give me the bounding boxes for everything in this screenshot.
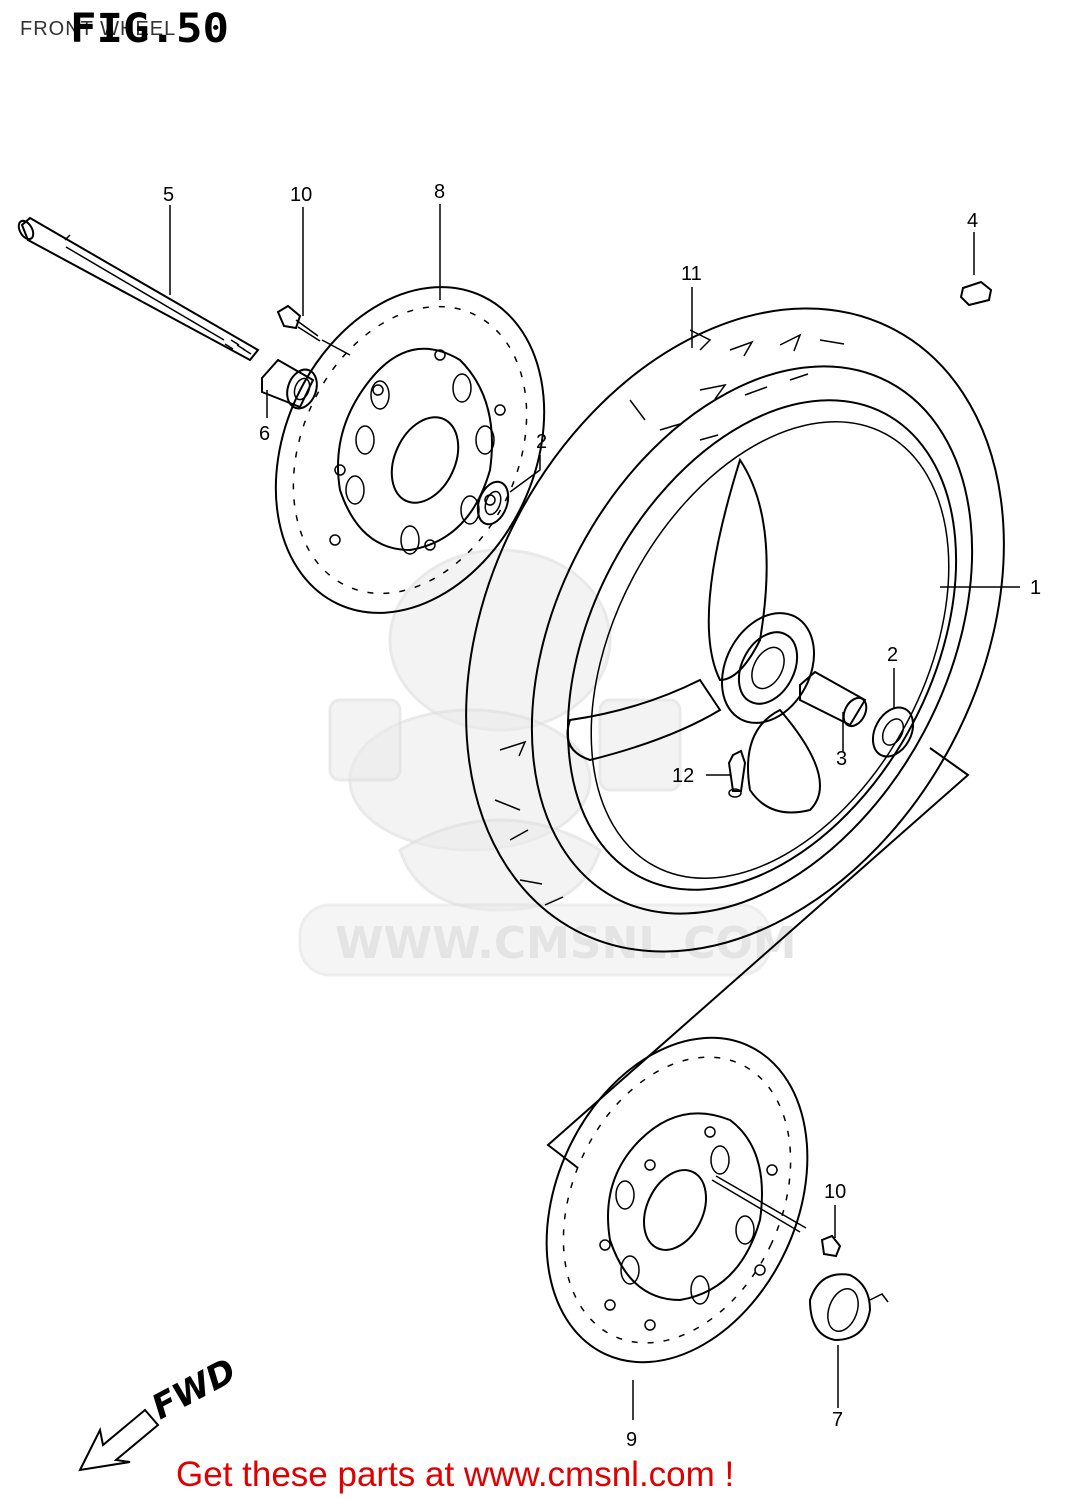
bolt-top-part bbox=[276, 304, 321, 342]
callout-valve: 12 bbox=[672, 765, 694, 787]
callout-spacer: 6 bbox=[259, 423, 270, 445]
callout-collar: 3 bbox=[836, 748, 847, 770]
callout-wheel: 1 bbox=[1030, 577, 1041, 599]
fwd-label: FWD bbox=[145, 1351, 242, 1428]
figure-label: FIG.50 bbox=[70, 6, 229, 52]
assembly-guide-line bbox=[546, 747, 970, 1169]
callout-valve-cap: 4 bbox=[967, 210, 978, 232]
callout-disc-top: 8 bbox=[434, 181, 445, 203]
footer-parts-link[interactable]: Get these parts at www.cmsnl.com ! bbox=[176, 1455, 735, 1494]
callout-bearing-left: 2 bbox=[536, 431, 547, 453]
callout-bolt-top: 10 bbox=[290, 184, 312, 206]
hub-cap-part bbox=[808, 1273, 889, 1342]
callout-disc-bottom: 9 bbox=[626, 1429, 637, 1451]
fwd-arrow-icon bbox=[78, 1408, 160, 1472]
collar-part bbox=[799, 670, 868, 728]
bolt-bottom-part bbox=[711, 1175, 842, 1258]
axle-part bbox=[17, 216, 260, 362]
watermark-logo: WWW.CMSNL.COM bbox=[298, 548, 797, 977]
valve-cap-part bbox=[959, 280, 993, 307]
callout-axle: 5 bbox=[163, 184, 174, 206]
page-title: FRONT WHEEL bbox=[20, 18, 177, 40]
valve-part bbox=[727, 749, 747, 798]
bearing-left-part bbox=[476, 480, 510, 526]
callout-hub-cap: 7 bbox=[832, 1409, 843, 1431]
callout-tire: 11 bbox=[681, 263, 702, 285]
callout-bearing-right: 2 bbox=[887, 644, 898, 666]
callout-bolt-bottom: 10 bbox=[824, 1181, 846, 1203]
bearing-right-part bbox=[871, 706, 915, 758]
brake-disc-bottom-part bbox=[545, 1036, 809, 1364]
